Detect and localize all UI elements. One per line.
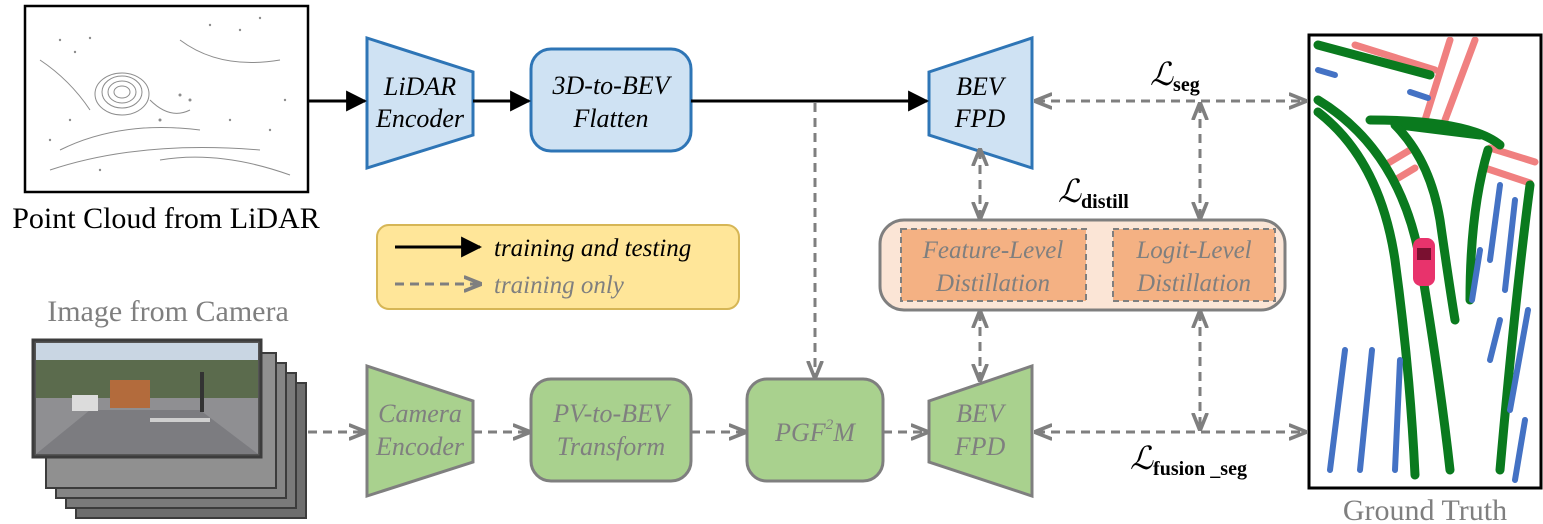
loss-distill-label: ℒdistill <box>1058 173 1129 213</box>
logit-distill-line-1: Logit-Level <box>1135 237 1251 264</box>
lidar-point-cloud-image <box>23 4 310 194</box>
camera-caption: Image from Camera <box>47 295 289 328</box>
lidar-encoder-line-1: LiDAR <box>383 72 456 101</box>
camera-encoder-line-1: Camera <box>378 399 462 428</box>
camera-fpd-line-2: FPD <box>954 432 1006 461</box>
loss-fusion-seg-label: ℒfusion _seg <box>1130 440 1247 480</box>
feature-distill-line-1: Feature-Level <box>922 237 1064 264</box>
flatten-line-2: Flatten <box>572 104 648 133</box>
lidar-fpd-line-1: BEV <box>956 72 1007 101</box>
lidar-fpd-line-2: FPD <box>954 104 1006 133</box>
ground-truth-map <box>1307 33 1543 490</box>
pv-to-bev-transform-block: PV-to-BEV Transform <box>529 377 693 483</box>
feature-distill-line-2: Distillation <box>935 270 1050 297</box>
pgf2m-label: PGF2M <box>774 417 856 447</box>
legend-solid-label: training and testing <box>494 235 691 262</box>
lidar-bev-fpd-block: BEV FPD <box>927 35 1034 171</box>
3d-to-bev-flatten-block: 3D-to-BEV Flatten <box>529 47 693 153</box>
transform-line-2: Transform <box>557 432 665 461</box>
legend: training and testing training only <box>376 224 740 310</box>
camera-bev-fpd-block: BEV FPD <box>927 363 1034 499</box>
flatten-line-1: 3D-to-BEV <box>552 71 673 100</box>
camera-encoder-line-2: Encoder <box>375 432 465 461</box>
dashed-arrows <box>308 101 1305 432</box>
distillation-block: Feature-Level Distillation Logit-Level D… <box>878 218 1287 312</box>
camera-image-stack <box>31 338 307 519</box>
ground-truth-caption: Ground Truth <box>1343 494 1507 524</box>
transform-line-1: PV-to-BEV <box>552 399 672 428</box>
camera-fpd-line-1: BEV <box>956 399 1007 428</box>
logit-distill-line-2: Distillation <box>1136 270 1251 297</box>
loss-seg-label: ℒseg <box>1150 56 1200 96</box>
lidar-caption: Point Cloud from LiDAR <box>12 202 320 235</box>
pgf2m-block: PGF2M <box>745 377 885 483</box>
lidar-encoder-line-2: Encoder <box>375 104 465 133</box>
lidar-encoder-block: LiDAR Encoder <box>365 35 475 171</box>
legend-dashed-label: training only <box>494 272 625 299</box>
camera-encoder-block: Camera Encoder <box>365 363 475 499</box>
